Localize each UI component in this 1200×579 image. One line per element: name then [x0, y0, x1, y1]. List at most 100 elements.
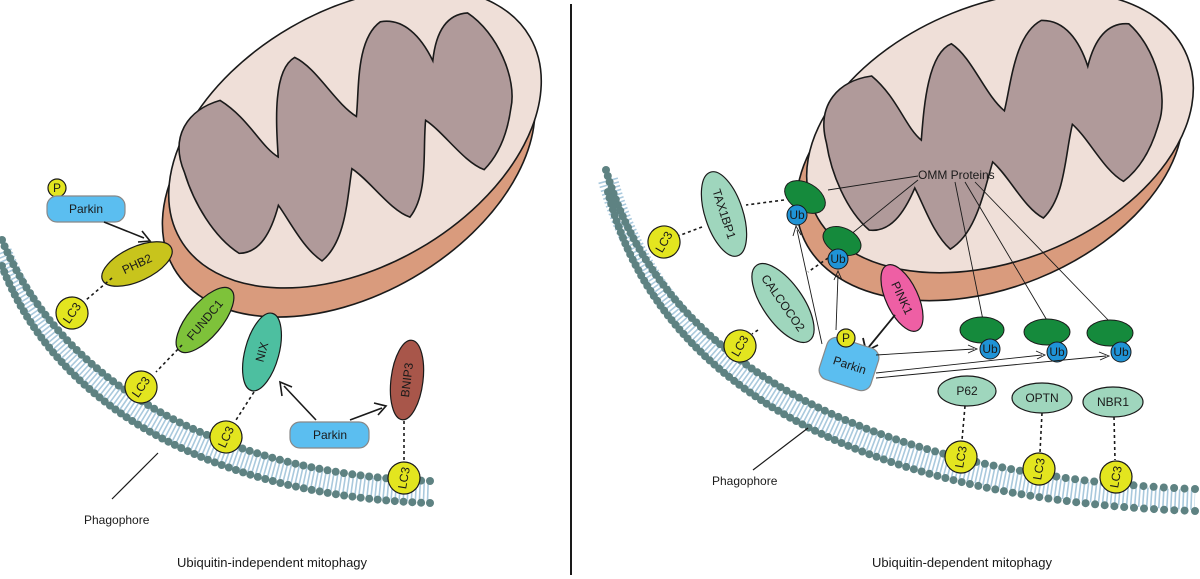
membrane-bead — [824, 433, 833, 441]
membrane-bead — [158, 434, 167, 443]
membrane-bead — [1062, 497, 1071, 505]
membrane-bead — [820, 406, 829, 415]
membrane-bead — [941, 474, 950, 482]
membrane-bead — [348, 470, 357, 479]
p62-label: P62 — [956, 384, 978, 398]
omm-connectors — [827, 175, 1113, 325]
arrow-parkin-nix — [283, 385, 317, 421]
phagophore-tails — [598, 177, 1196, 510]
membrane-bead — [323, 466, 332, 475]
membrane-bead — [1130, 503, 1138, 512]
membrane-bead — [365, 494, 374, 503]
membrane-bead — [114, 381, 123, 390]
membrane-bead — [872, 452, 881, 461]
membrane-bead — [217, 461, 226, 469]
right-panel: OMM Proteins Ub Ub Ub Ub Ub P — [598, 0, 1200, 570]
membrane-bead — [1044, 494, 1053, 503]
membrane-bead — [1149, 482, 1158, 491]
membrane-bead — [390, 497, 399, 506]
membrane-bead — [239, 468, 248, 477]
membrane-bead — [169, 415, 178, 424]
ub-icon — [827, 248, 849, 270]
membrane-bead — [307, 463, 316, 472]
arrow-head-icon — [279, 380, 293, 397]
membrane-bead — [980, 459, 989, 468]
membrane-bead — [837, 439, 846, 447]
membrane-bead — [1091, 500, 1100, 509]
membrane-bead — [1170, 506, 1179, 515]
membrane-bead — [991, 485, 1000, 494]
membrane-bead — [291, 459, 300, 468]
membrane-bead — [887, 458, 896, 466]
membrane-bead — [109, 377, 118, 386]
membrane-bead — [315, 464, 324, 473]
membrane-bead — [774, 406, 783, 415]
ub-label: Ub — [789, 208, 805, 222]
membrane-bead — [98, 368, 107, 377]
membrane-bead — [122, 413, 131, 422]
membrane-bead — [894, 460, 903, 469]
membrane-bead — [1100, 501, 1109, 510]
membrane-bead — [931, 447, 940, 456]
ub-label: Ub — [1113, 345, 1129, 359]
membrane-bead — [210, 458, 219, 467]
membrane-bead — [0, 242, 9, 251]
lc3-nix: LC3 — [209, 420, 243, 454]
membrane-bead — [1053, 495, 1062, 504]
omm-protein: Ub — [959, 316, 1005, 360]
parkin-box — [289, 421, 370, 449]
membrane-bead — [323, 488, 332, 497]
membrane-bead — [957, 478, 966, 487]
ub-label: Ub — [830, 252, 846, 266]
membrane-bead — [925, 469, 934, 478]
membrane-bead — [231, 466, 240, 474]
arrow-parkin-bnip3 — [349, 407, 383, 421]
left-panel: P Parkin PHB2 LC3 FUNDC1 LC3 NIX LC3 — [0, 0, 606, 570]
membrane-bead — [768, 403, 777, 412]
lc3-calcoco2: LC3 — [723, 329, 757, 363]
nbr1-receptor — [1082, 386, 1144, 418]
tax1bp1-receptor — [700, 171, 748, 257]
link-ub-calcoco2 — [807, 257, 829, 273]
arrow-head-icon — [373, 402, 388, 416]
omm-protein: Ub — [784, 180, 826, 226]
membrane-bead — [373, 473, 382, 482]
phospho-p-icon — [836, 328, 856, 348]
membrane-bead — [933, 471, 942, 480]
phagophore-pointer — [752, 427, 809, 471]
lc3-label: LC3 — [1030, 457, 1048, 481]
membrane-bead — [339, 469, 348, 478]
link-nix-lc3 — [235, 391, 255, 421]
ub-icon — [786, 204, 808, 226]
membrane-bead — [974, 481, 983, 490]
parkin-label: Parkin — [313, 428, 347, 442]
ub-label: Ub — [982, 342, 998, 356]
membrane-bead — [202, 430, 211, 439]
membrane-bead — [150, 404, 159, 413]
phospho-label: P — [842, 331, 850, 345]
membrane-bead — [899, 437, 908, 446]
membrane-bead — [164, 437, 173, 446]
membrane-bead — [195, 427, 204, 436]
membrane-bead — [1160, 505, 1169, 514]
membrane-bead — [245, 446, 254, 455]
parkin-phospho-label: Parkin — [69, 202, 103, 216]
membrane-bead — [0, 236, 6, 244]
membrane-bead — [795, 393, 803, 402]
membrane-bead — [1090, 477, 1099, 486]
omm-proteins-label: OMM Proteins — [918, 168, 995, 182]
membrane-bead — [190, 450, 199, 458]
membrane-bead — [869, 427, 878, 436]
phagophore-pointer — [111, 452, 159, 500]
phagophore-tails — [0, 248, 431, 502]
membrane-bead — [291, 482, 300, 491]
membrane-bead — [776, 383, 785, 392]
mitochondrion — [97, 0, 606, 380]
membrane-bead — [1061, 474, 1070, 482]
membrane-bead — [1159, 483, 1168, 492]
membrane-bead — [3, 248, 12, 257]
membrane-bead — [827, 409, 836, 418]
membrane-bead — [183, 447, 192, 456]
membrane-bead — [1120, 503, 1129, 511]
